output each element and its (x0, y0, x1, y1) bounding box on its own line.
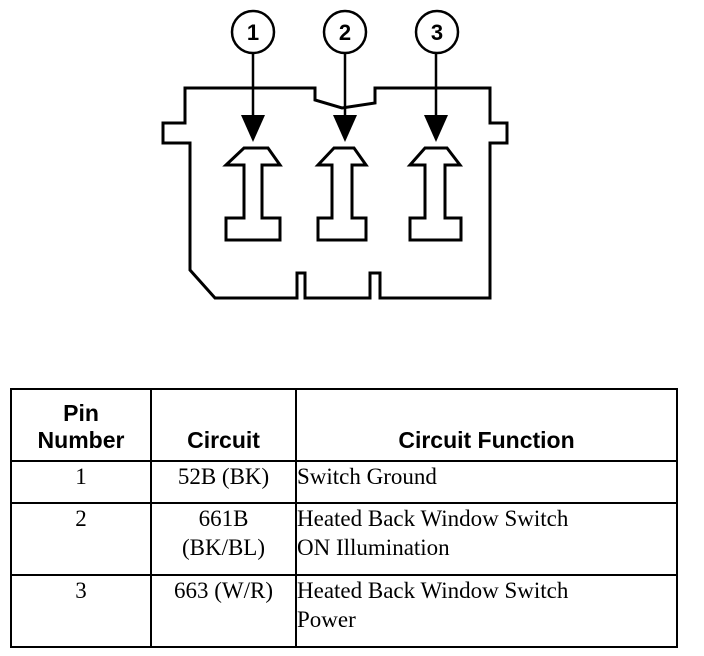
cell-function-line: ON Illumination (297, 535, 450, 560)
cell-circuit-line: 663 (W/R) (173, 578, 273, 603)
cell-circuit: 661B (BK/BL) (150, 502, 297, 576)
table-header-row: Pin Number Circuit Circuit Function (10, 388, 678, 462)
cell-function-line: Heated Back Window Switch (297, 578, 569, 603)
arrowhead-2 (333, 115, 357, 142)
cell-circuit-line: 52B (BK) (177, 464, 270, 489)
table-row: 1 52B (BK) Switch Ground (10, 460, 678, 504)
header-pin-line-2: Number (37, 427, 125, 453)
callout-circle-2 (322, 9, 368, 55)
header-circuit-label: Circuit (187, 427, 260, 453)
callout-number-2: 2 (339, 20, 351, 45)
header-circuit-function: Circuit Function (295, 388, 678, 462)
cell-pin: 2 (10, 502, 152, 576)
header-function-label: Circuit Function (398, 427, 575, 453)
cell-circuit: 663 (W/R) (150, 574, 297, 648)
cell-function-line: Heated Back Window Switch (297, 506, 569, 531)
arrowhead-3 (424, 115, 448, 142)
header-pin-number: Pin Number (10, 388, 152, 462)
callout-number-3: 3 (431, 20, 443, 45)
header-pin-line-1: Pin (63, 400, 99, 426)
callout-circle-3 (414, 9, 460, 55)
cell-function: Heated Back Window Switch Power (295, 574, 678, 648)
cell-function-line: Switch Ground (297, 464, 437, 489)
table-row: 2 661B (BK/BL) Heated Back Window Switch… (10, 502, 678, 576)
connector-diagram: 1 2 3 (161, 9, 509, 300)
callout-number-1: 1 (247, 20, 259, 45)
cell-pin: 1 (10, 460, 152, 504)
header-circuit: Circuit (150, 388, 297, 462)
terminal-3 (406, 146, 464, 242)
cell-circuit: 52B (BK) (150, 460, 297, 504)
terminal-2 (314, 146, 369, 242)
cell-pin: 3 (10, 574, 152, 648)
cell-function: Heated Back Window Switch ON Illuminatio… (295, 502, 678, 576)
cell-function-line: Power (297, 607, 356, 632)
arrowhead-1 (241, 115, 265, 142)
cell-function: Switch Ground (295, 460, 678, 504)
terminal-1 (222, 146, 283, 242)
cell-circuit-line: 661B (198, 506, 249, 531)
table-row: 3 663 (W/R) Heated Back Window Switch Po… (10, 574, 678, 648)
pin-table: Pin Number Circuit Circuit Function 1 52… (10, 388, 678, 648)
callout-circle-1 (230, 9, 276, 55)
cell-circuit-line: (BK/BL) (181, 535, 266, 560)
